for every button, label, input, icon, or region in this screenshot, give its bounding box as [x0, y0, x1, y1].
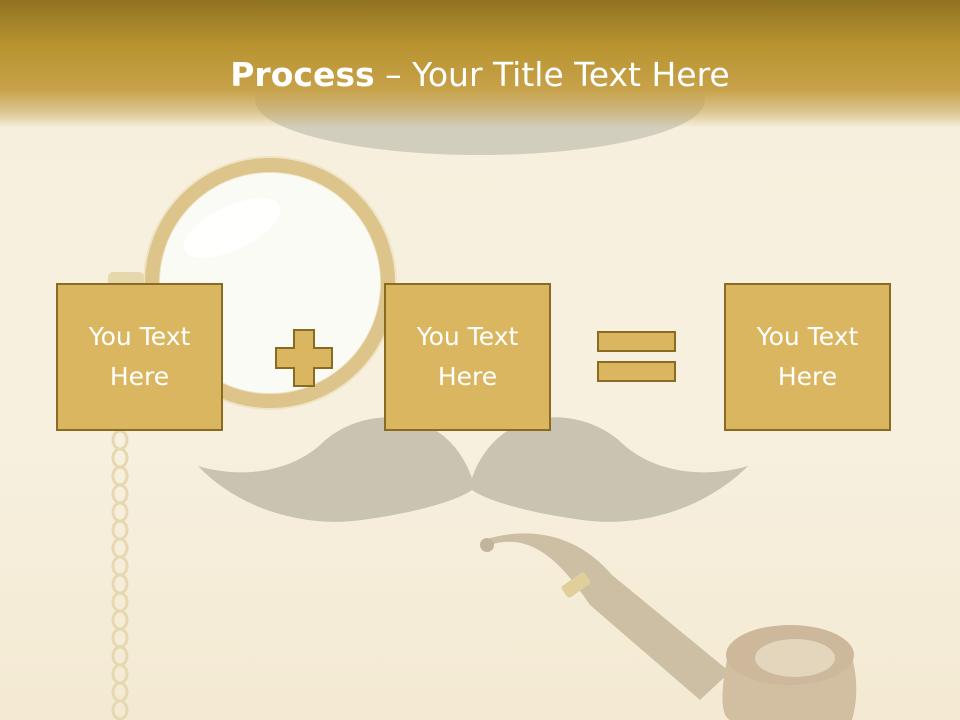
- chain-shape: [111, 429, 129, 720]
- process-box-2-text: You Text Here: [416, 322, 519, 391]
- process-box-3-text: You Text Here: [756, 322, 859, 391]
- title-rest-text: – Your Title Text Here: [374, 55, 730, 94]
- pipe-shape: [480, 533, 857, 720]
- slide-title: Process – Your Title Text Here: [0, 52, 960, 98]
- title-bold-text: Process: [230, 55, 375, 94]
- plus-icon: [275, 329, 333, 387]
- process-box-3[interactable]: You Text Here: [724, 283, 891, 431]
- mustache-shape: [198, 417, 748, 522]
- equals-icon: [597, 331, 676, 382]
- title-bar: [0, 0, 960, 128]
- process-box-1-text: You Text Here: [88, 322, 191, 391]
- process-box-1[interactable]: You Text Here: [56, 283, 223, 431]
- process-box-2[interactable]: You Text Here: [384, 283, 551, 431]
